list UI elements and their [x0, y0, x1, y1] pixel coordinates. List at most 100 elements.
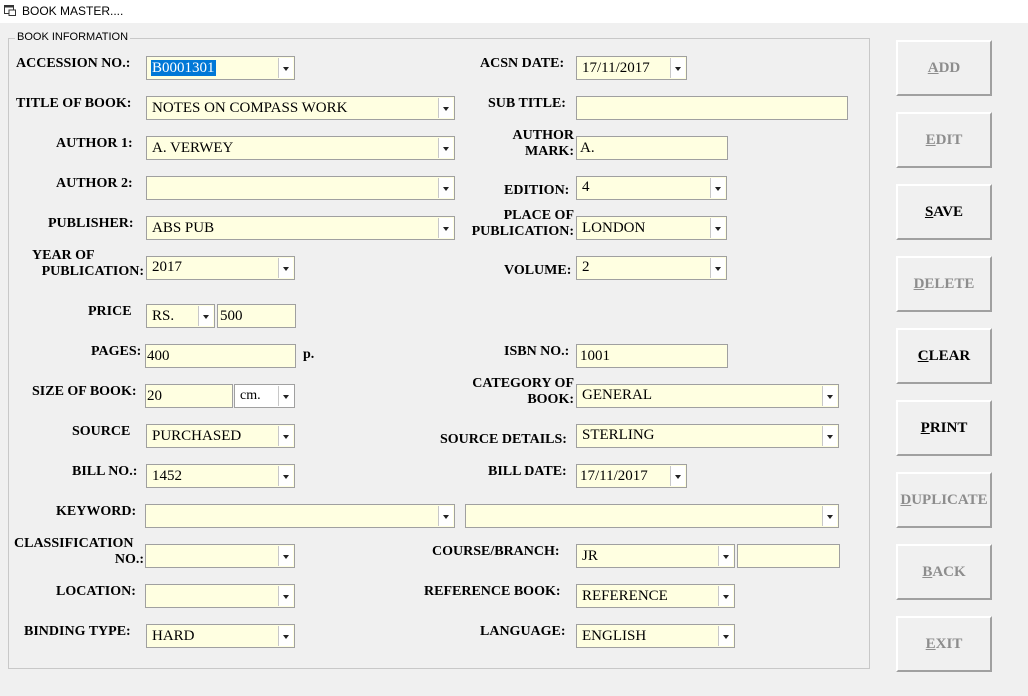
course-branch-extra-field[interactable] — [737, 544, 840, 568]
keyword-label: KEYWORD: — [56, 504, 137, 519]
chevron-down-icon[interactable] — [822, 386, 837, 406]
binding-type-field[interactable]: HARD — [146, 624, 295, 648]
chevron-down-icon[interactable] — [278, 386, 293, 406]
year-of-publication-label-line2: PUBLICATION: — [41, 264, 144, 279]
title-of-book-label: TITLE OF BOOK: — [16, 96, 132, 111]
accession-no-value: B0001301 — [151, 60, 216, 76]
reference-book-value: REFERENCE — [582, 588, 668, 604]
category-of-book-label-line1: CATEGORY OF — [472, 376, 574, 391]
sub-title-field[interactable] — [576, 96, 848, 120]
year-of-publication-label-line1: YEAR OF — [32, 248, 95, 263]
classification-no-field[interactable] — [145, 544, 295, 568]
chevron-down-icon[interactable] — [278, 546, 293, 566]
year-of-publication-field[interactable]: 2017 — [146, 256, 295, 280]
publisher-field[interactable]: ABS PUB — [146, 216, 455, 240]
price-value: 500 — [220, 308, 243, 324]
save-button[interactable]: SAVE — [896, 184, 992, 240]
author1-field[interactable]: A. VERWEY — [146, 136, 455, 160]
clear-button[interactable]: CLEAR — [896, 328, 992, 384]
language-field[interactable]: ENGLISH — [576, 624, 735, 648]
course-branch-value: JR — [582, 548, 598, 564]
chevron-down-icon[interactable] — [718, 546, 733, 566]
chevron-down-icon[interactable] — [438, 506, 453, 526]
chevron-down-icon[interactable] — [438, 178, 453, 198]
place-of-publication-field[interactable]: LONDON — [576, 216, 727, 240]
window-icon — [4, 5, 16, 16]
bill-no-label: BILL NO.: — [72, 464, 138, 479]
delete-button[interactable]: DELETE — [896, 256, 992, 312]
edition-label: EDITION: — [504, 183, 570, 198]
calendar-dropdown-icon[interactable] — [670, 466, 685, 486]
calendar-dropdown-icon[interactable] — [670, 58, 685, 78]
size-unit-value: cm. — [240, 388, 261, 403]
price-currency-field[interactable]: RS. — [146, 304, 215, 328]
keyword-field-2[interactable] — [465, 504, 839, 528]
isbn-no-field[interactable]: 1001 — [576, 344, 728, 368]
chevron-down-icon[interactable] — [278, 58, 293, 78]
source-field[interactable]: PURCHASED — [146, 424, 295, 448]
chevron-down-icon[interactable] — [278, 586, 293, 606]
author-mark-label: AUTHOR MARK: — [500, 128, 574, 160]
author-mark-value: A. — [580, 140, 595, 156]
pages-field[interactable]: 400 — [145, 344, 296, 368]
acsn-date-field[interactable]: 17/11/2017 — [576, 56, 687, 80]
chevron-down-icon[interactable] — [278, 426, 293, 446]
chevron-down-icon[interactable] — [438, 138, 453, 158]
author-mark-field[interactable]: A. — [576, 136, 728, 160]
binding-type-value: HARD — [152, 628, 195, 644]
pages-unit: p. — [303, 347, 315, 362]
acsn-date-label: ACSN DATE: — [480, 56, 565, 71]
chevron-down-icon[interactable] — [718, 626, 733, 646]
add-button[interactable]: ADD — [896, 40, 992, 96]
edition-field[interactable]: 4 — [576, 176, 727, 200]
print-button[interactable]: PRINT — [896, 400, 992, 456]
volume-field[interactable]: 2 — [576, 256, 727, 280]
size-of-book-value: 20 — [147, 388, 162, 404]
author-mark-label-line2: MARK: — [525, 144, 574, 159]
sub-title-label: SUB TITLE: — [488, 96, 566, 111]
reference-book-field[interactable]: REFERENCE — [576, 584, 735, 608]
size-of-book-field[interactable]: 20 — [145, 384, 233, 408]
bill-date-value: 17/11/2017 — [580, 468, 648, 484]
chevron-down-icon[interactable] — [718, 586, 733, 606]
chevron-down-icon[interactable] — [822, 506, 837, 526]
chevron-down-icon[interactable] — [710, 218, 725, 238]
exit-button[interactable]: EXIT — [896, 616, 992, 672]
chevron-down-icon[interactable] — [278, 626, 293, 646]
source-details-field[interactable]: STERLING — [576, 424, 839, 448]
chevron-down-icon[interactable] — [438, 218, 453, 238]
place-of-publication-label-line2: PUBLICATION: — [471, 224, 574, 239]
author1-value: A. VERWEY — [152, 140, 234, 156]
reference-book-label: REFERENCE BOOK: — [424, 584, 561, 599]
keyword-field-1[interactable] — [145, 504, 455, 528]
volume-label: VOLUME: — [504, 263, 572, 278]
author2-field[interactable] — [146, 176, 455, 200]
chevron-down-icon[interactable] — [710, 178, 725, 198]
edit-button[interactable]: EDIT — [896, 112, 992, 168]
location-field[interactable] — [145, 584, 295, 608]
category-of-book-field[interactable]: GENERAL — [576, 384, 839, 408]
chevron-down-icon[interactable] — [438, 98, 453, 118]
book-information-group — [8, 38, 870, 669]
size-unit-dropdown[interactable]: cm. — [234, 384, 295, 408]
price-field[interactable]: 500 — [217, 304, 296, 328]
source-label: SOURCE — [72, 424, 131, 439]
duplicate-button[interactable]: DUPLICATE — [896, 472, 992, 528]
course-branch-field[interactable]: JR — [576, 544, 735, 568]
title-of-book-field[interactable]: NOTES ON COMPASS WORK — [146, 96, 455, 120]
source-details-value: STERLING — [582, 427, 655, 443]
bill-date-field[interactable]: 17/11/2017 — [576, 464, 687, 488]
source-details-label: SOURCE DETAILS: — [440, 432, 567, 447]
chevron-down-icon[interactable] — [278, 466, 293, 486]
edition-value: 4 — [582, 179, 590, 195]
chevron-down-icon[interactable] — [822, 426, 837, 446]
accession-no-field[interactable]: B0001301 — [146, 56, 295, 80]
isbn-no-label: ISBN NO.: — [504, 344, 570, 359]
acsn-date-value: 17/11/2017 — [582, 60, 650, 76]
chevron-down-icon[interactable] — [198, 306, 213, 326]
publisher-label: PUBLISHER: — [48, 216, 134, 231]
chevron-down-icon[interactable] — [278, 258, 293, 278]
chevron-down-icon[interactable] — [710, 258, 725, 278]
bill-no-field[interactable]: 1452 — [146, 464, 295, 488]
back-button[interactable]: BACK — [896, 544, 992, 600]
